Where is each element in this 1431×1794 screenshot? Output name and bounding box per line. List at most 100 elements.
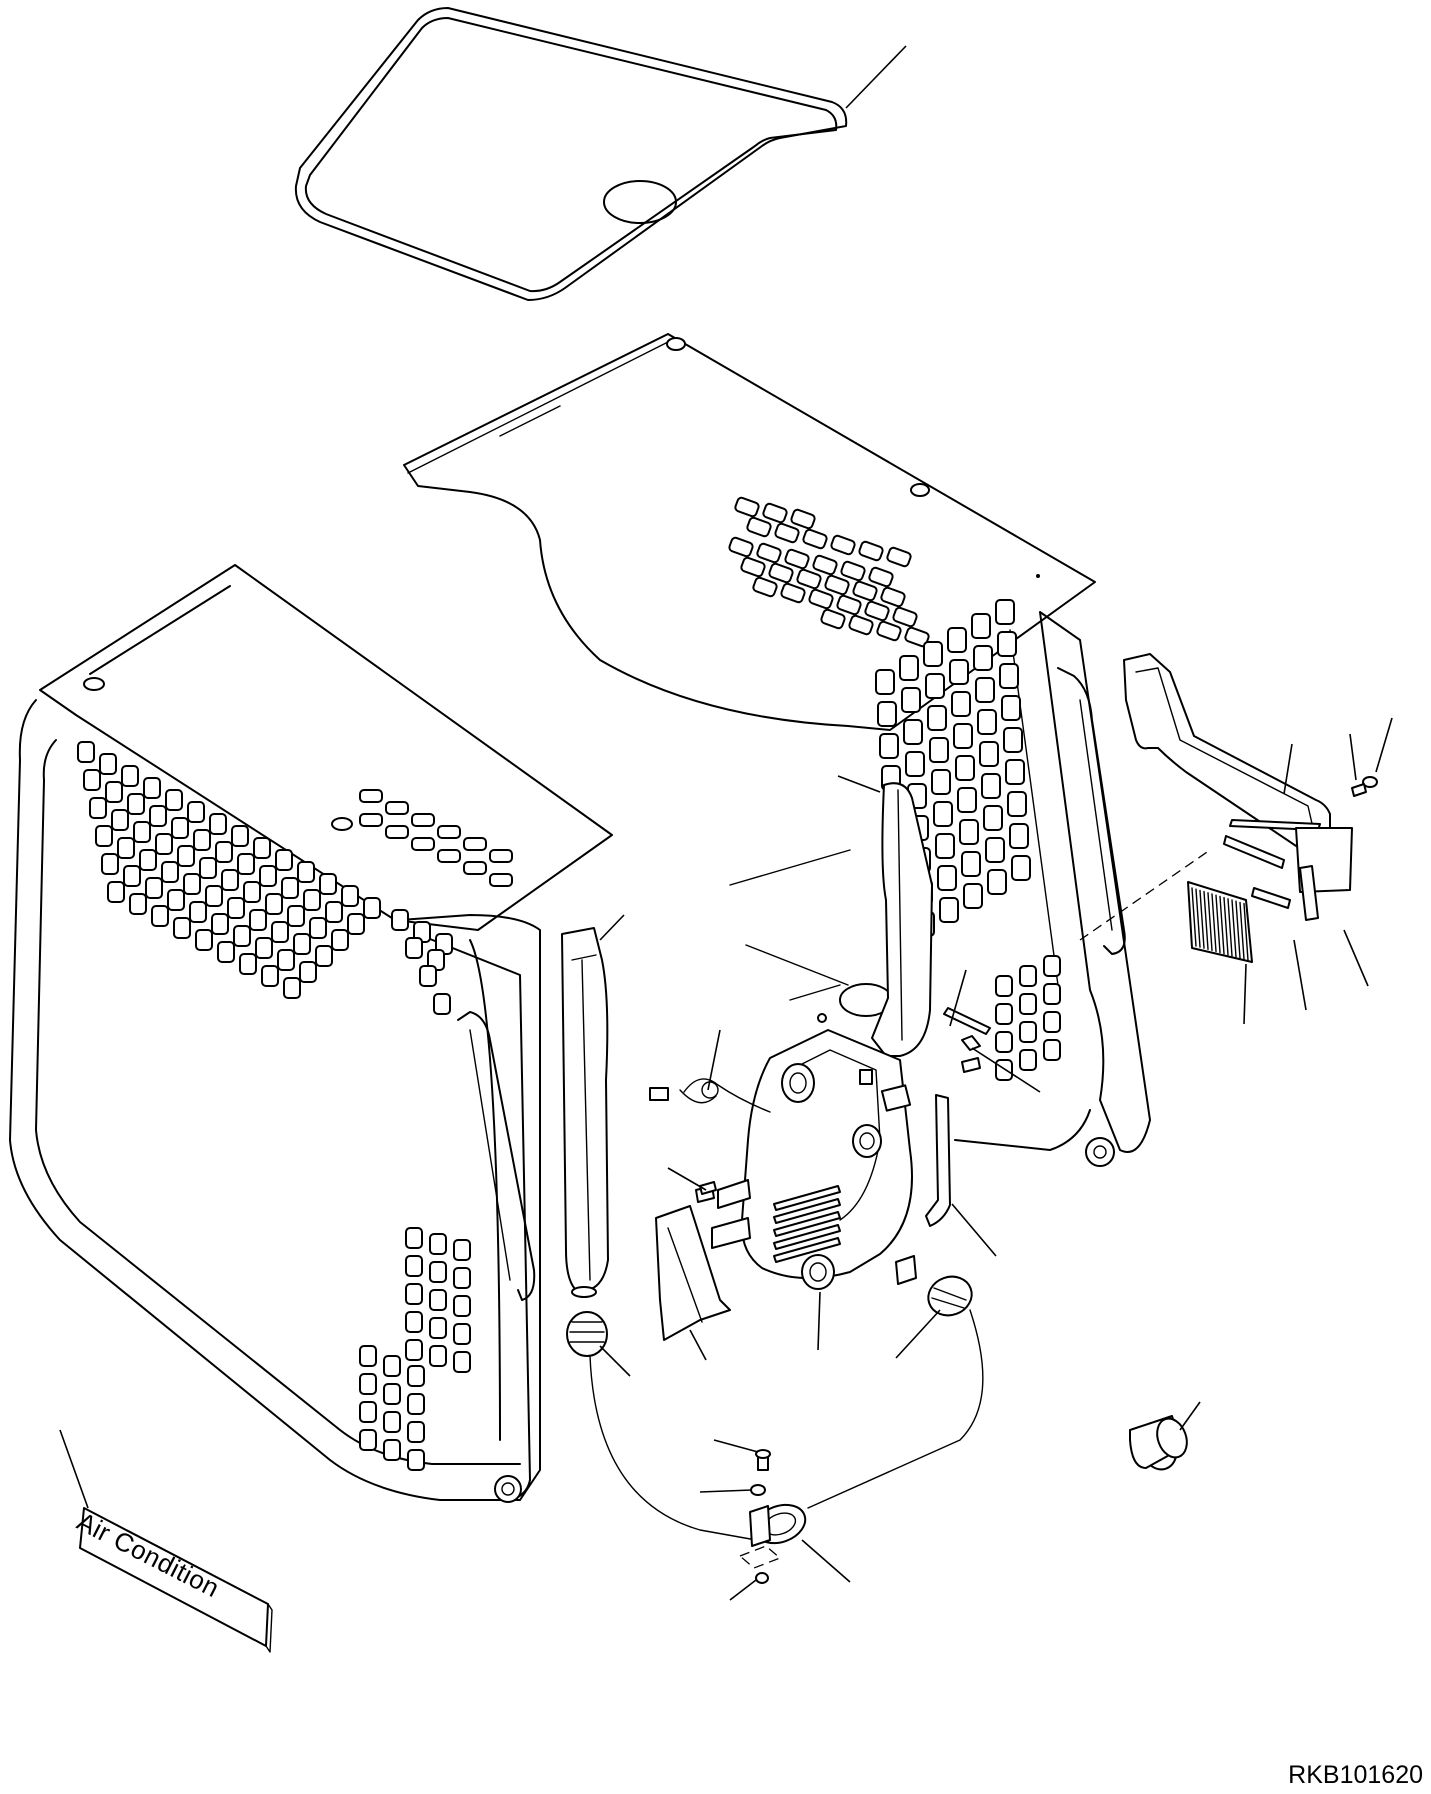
vent-cell	[407, 1421, 425, 1443]
vent-cell	[935, 833, 955, 859]
vent-cell	[812, 554, 838, 576]
vent-cell	[165, 789, 183, 811]
vent-cell	[901, 687, 921, 713]
vent-cell	[123, 865, 141, 887]
vent-cell	[259, 865, 277, 887]
vent-cell	[892, 606, 918, 628]
vent-cell	[155, 833, 173, 855]
vent-cell	[453, 1351, 471, 1373]
clamp-icon	[738, 1503, 807, 1569]
vent-cell	[145, 877, 163, 899]
vent-cell	[983, 805, 1003, 831]
vent-cell	[105, 781, 123, 803]
bolt-icon	[699, 776, 1378, 1584]
vent-cell	[923, 641, 943, 667]
vent-cell	[437, 825, 461, 839]
roof-mat-icon	[294, 7, 848, 301]
vent-cell	[359, 1401, 377, 1423]
vent-cell	[429, 1261, 447, 1283]
vent-cell	[995, 975, 1013, 997]
vent-cell	[868, 566, 894, 588]
vent-cell	[1001, 695, 1021, 721]
filter-pleat	[1223, 896, 1229, 956]
roof-panel-icon	[403, 333, 1096, 731]
filter-pleat	[1215, 894, 1221, 954]
vent-cell	[283, 977, 301, 999]
vent-cell	[995, 1003, 1013, 1025]
label-plate-frame	[79, 1507, 273, 1653]
vent-cell	[411, 837, 435, 851]
vent-cell	[407, 1449, 425, 1471]
vent-cell	[243, 881, 261, 903]
vent-cell	[429, 1289, 447, 1311]
vent-cell	[139, 849, 157, 871]
bracket-icon	[655, 1185, 731, 1341]
vent-cell	[167, 889, 185, 911]
vent-cell	[239, 953, 257, 975]
vent-cell	[728, 536, 754, 558]
cab-body-icon	[9, 564, 1211, 1503]
vent-cell	[193, 829, 211, 851]
vent-cell	[385, 825, 409, 839]
vent-cell	[802, 528, 828, 550]
vent-cell	[931, 769, 951, 795]
vent-cell	[405, 1255, 423, 1277]
vent-cell	[385, 801, 409, 815]
vent-cell	[173, 917, 191, 939]
vent-cell	[929, 737, 949, 763]
vent-cell	[77, 741, 95, 763]
vent-cell	[359, 789, 383, 803]
vent-cell	[405, 937, 423, 959]
vent-cell	[830, 534, 856, 556]
vent-cell	[746, 516, 772, 538]
vent-cell	[187, 801, 205, 823]
vent-cell	[359, 1429, 377, 1451]
vent-cell	[463, 861, 487, 875]
vent-cell	[858, 540, 884, 562]
hose-icon	[566, 1275, 984, 1541]
vent-cell	[756, 542, 782, 564]
vent-cell	[101, 853, 119, 875]
vent-cell	[937, 865, 957, 891]
vent-cell	[407, 1365, 425, 1387]
vent-cell	[419, 965, 437, 987]
filter-pleat	[1239, 901, 1245, 960]
vent-cell	[275, 849, 293, 871]
vent-cell	[281, 877, 299, 899]
vent-cell	[205, 885, 223, 907]
vent-cell	[953, 723, 973, 749]
plate-icon	[943, 1007, 991, 1051]
vent-cell	[949, 659, 969, 685]
vent-cell	[999, 663, 1019, 689]
vent-cell	[1043, 955, 1061, 977]
vent-cell	[880, 586, 906, 608]
vent-cell	[95, 825, 113, 847]
filter-pleat	[1191, 887, 1197, 947]
vent-cell	[237, 853, 255, 875]
vent-cell	[129, 893, 147, 915]
vent-cell	[407, 1393, 425, 1415]
vent-cell	[1005, 759, 1025, 785]
vent-cell	[957, 787, 977, 813]
vent-cell	[840, 560, 866, 582]
vent-cell	[1009, 823, 1029, 849]
vent-cell	[1043, 1039, 1061, 1061]
vent-cell	[864, 600, 890, 622]
vent-cell	[877, 701, 897, 727]
vent-cell	[429, 1345, 447, 1367]
filter-pleat	[1243, 902, 1249, 961]
vent-cell	[985, 837, 1005, 863]
vent-cell	[151, 905, 169, 927]
duct-icon	[561, 782, 933, 1298]
vent-cell	[995, 1031, 1013, 1053]
vent-cell	[83, 769, 101, 791]
vent-cell	[215, 841, 233, 863]
vent-cell	[211, 913, 229, 935]
vent-cell	[265, 893, 283, 915]
vent-cell	[780, 582, 806, 604]
vent-cell	[161, 861, 179, 883]
vent-cell	[875, 669, 895, 695]
vent-cell	[971, 613, 991, 639]
vent-cell	[925, 673, 945, 699]
